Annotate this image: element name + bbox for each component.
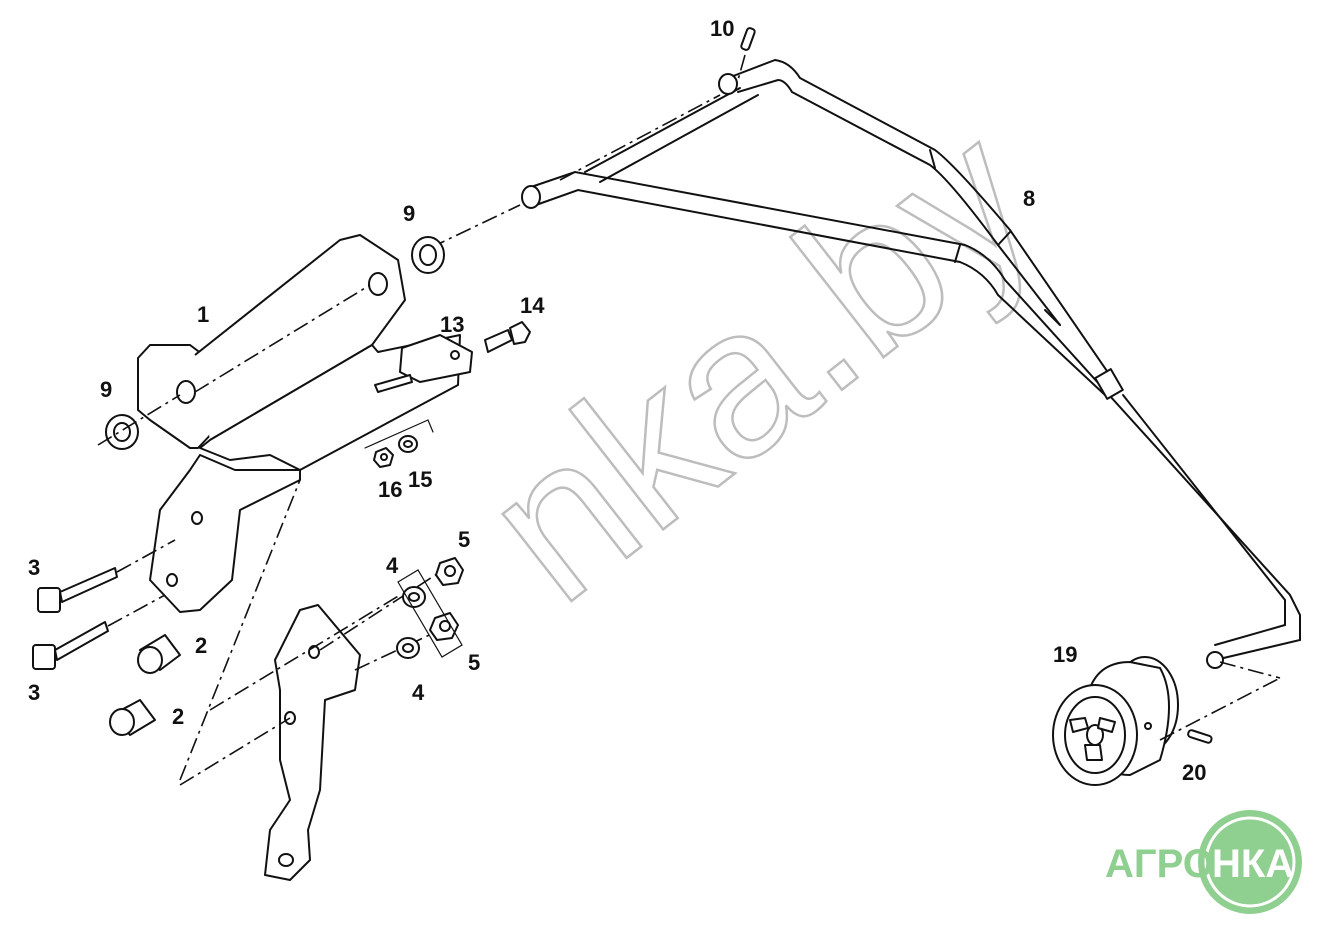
callout-8: 8 (1023, 186, 1035, 211)
callout-3-lower: 3 (28, 680, 40, 705)
tube-frame-part-8 (429, 58, 1301, 669)
logo-text-circle: НКА (1212, 842, 1294, 886)
callout-2-lower: 2 (172, 704, 184, 729)
callout-20: 20 (1182, 760, 1206, 785)
washer-part-9-lower (97, 394, 181, 450)
bushing-part-2-lower (109, 699, 156, 736)
wheel-part-19 (1052, 656, 1281, 786)
callout-4-lower: 4 (412, 680, 425, 705)
callout-2-upper: 2 (195, 633, 207, 658)
callout-16: 16 (378, 477, 402, 502)
callout-9-lower: 9 (100, 377, 112, 402)
pin-part-10 (737, 27, 756, 81)
nut-part-5-upper (435, 557, 464, 586)
callout-5-upper: 5 (458, 527, 470, 552)
callout-9-upper: 9 (403, 201, 415, 226)
nut-part-5-lower (429, 612, 459, 641)
clip-part-13 (374, 334, 473, 393)
bracket-frame-4-5 (397, 569, 463, 658)
watermark: nka.by (442, 78, 1077, 647)
bracket-frame-15-16 (364, 419, 434, 449)
callout-1: 1 (197, 302, 209, 327)
bolt-part-3-lower (32, 594, 166, 670)
callout-10: 10 (710, 16, 734, 41)
callout-19: 19 (1053, 642, 1077, 667)
callout-13: 13 (440, 312, 464, 337)
bolt-part-3-upper (37, 539, 176, 613)
washer-part-9-upper (411, 236, 445, 274)
pin-part-20 (1187, 729, 1213, 744)
washer-part-4-lower (396, 637, 420, 659)
watermark-text: nka.by (443, 79, 1075, 645)
nut-part-16 (373, 447, 394, 468)
callout-15: 15 (408, 467, 432, 492)
callout-5-lower: 5 (468, 650, 480, 675)
bushing-part-2-upper (137, 634, 181, 674)
washer-part-4-upper (402, 586, 426, 608)
logo-text-left: АГРО (1105, 842, 1214, 886)
lower-plate (149, 454, 301, 613)
bolt-part-14 (484, 321, 531, 353)
washer-part-15 (398, 435, 418, 453)
callout-14: 14 (520, 293, 545, 318)
callout-4-upper: 4 (386, 553, 399, 578)
logo-circle (1198, 810, 1302, 914)
agronka-logo: АГРО НКА (1105, 810, 1302, 914)
side-bracket (179, 479, 441, 881)
callout-3-upper: 3 (28, 555, 40, 580)
